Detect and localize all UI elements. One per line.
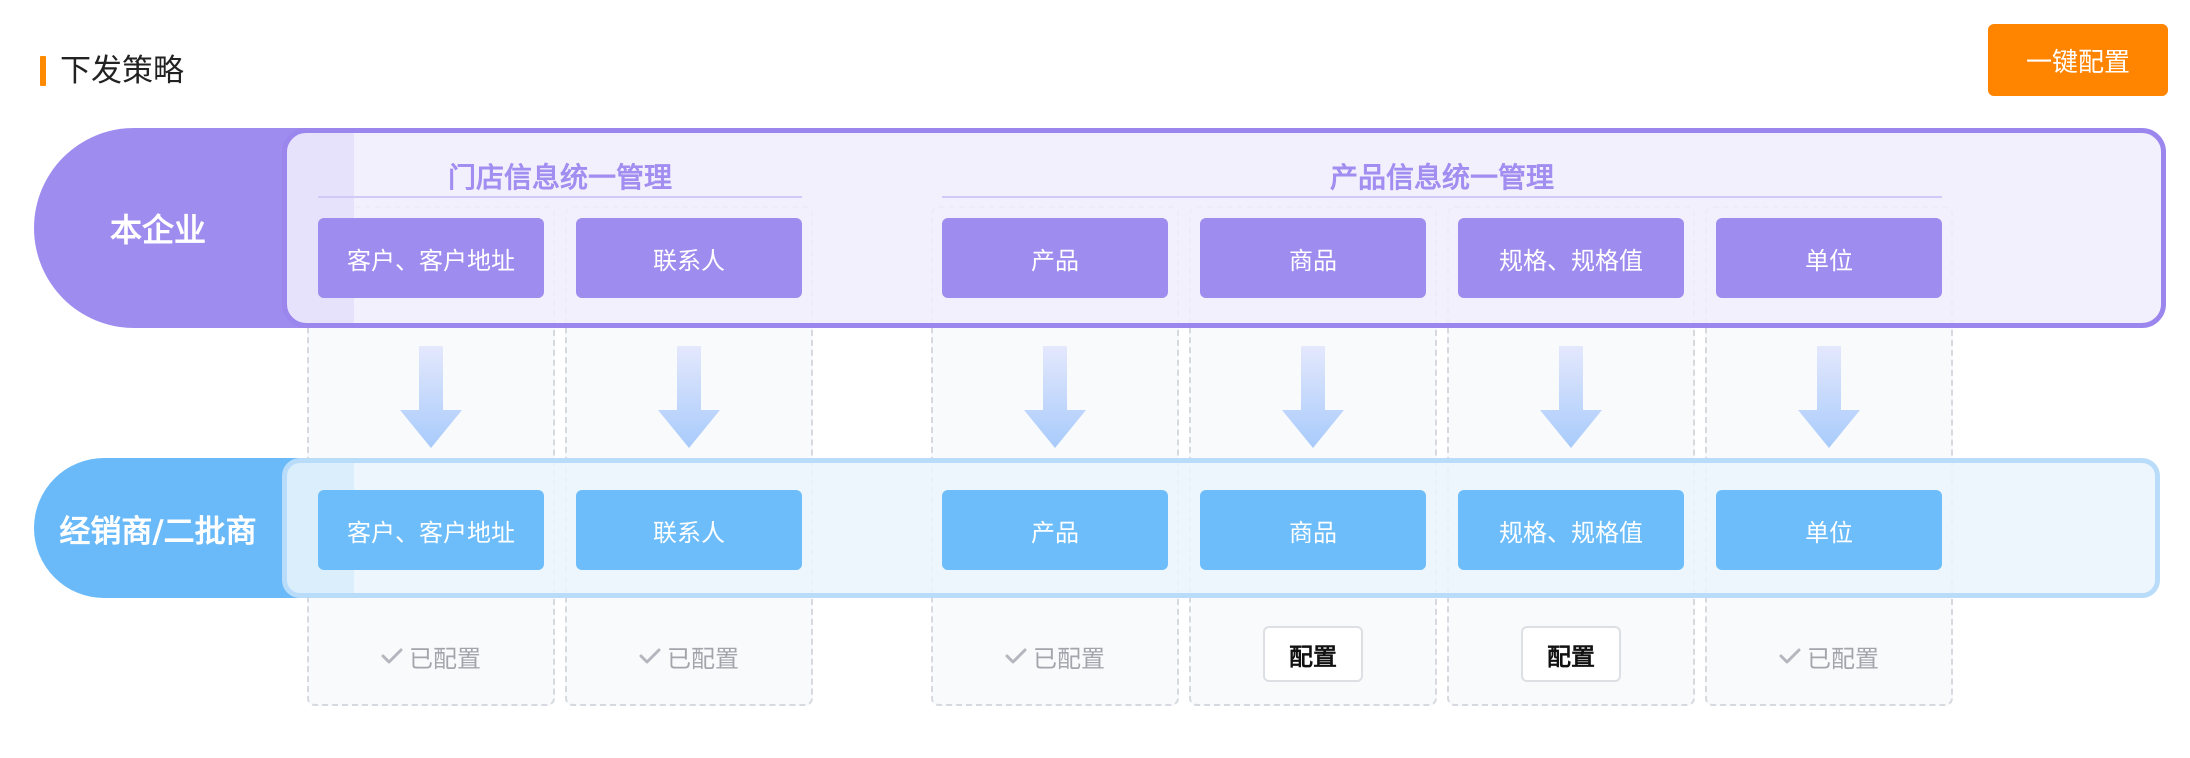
- check-icon: [1005, 648, 1027, 664]
- enterprise-item-customer[interactable]: 客户、客户地址: [318, 218, 544, 298]
- title-accent-bar: [40, 56, 46, 86]
- status-label: 已配置: [409, 644, 481, 673]
- group-title-product: 产品信息统一管理: [1329, 161, 1554, 194]
- arrow-down-icon: [1024, 346, 1086, 448]
- enterprise-item-product[interactable]: 产品: [942, 218, 1168, 298]
- status-label: 已配置: [1807, 644, 1879, 673]
- dealer-item-goods[interactable]: 商品: [1200, 490, 1426, 570]
- enterprise-item-contact[interactable]: 联系人: [576, 218, 802, 298]
- arrow-down-icon: [658, 346, 720, 448]
- dealer-item-spec[interactable]: 规格、规格值: [1458, 490, 1684, 570]
- page-title: 下发策略: [60, 53, 184, 89]
- arrow-down-icon: [1798, 346, 1860, 448]
- group-divider-store: [318, 196, 802, 198]
- configure-goods-button[interactable]: 配置: [1263, 626, 1363, 682]
- enterprise-label: 本企业: [109, 211, 206, 249]
- status-configured: 已配置: [931, 628, 1179, 684]
- enterprise-item-unit[interactable]: 单位: [1716, 218, 1942, 298]
- arrow-down-icon: [400, 346, 462, 448]
- status-configured: 已配置: [565, 628, 813, 684]
- enterprise-item-spec[interactable]: 规格、规格值: [1458, 218, 1684, 298]
- one-key-config-button[interactable]: 一键配置: [1988, 24, 2168, 96]
- check-icon: [1779, 648, 1801, 664]
- check-icon: [381, 648, 403, 664]
- group-title-store: 门店信息统一管理: [447, 161, 672, 194]
- enterprise-item-goods[interactable]: 商品: [1200, 218, 1426, 298]
- group-divider-product: [942, 196, 1942, 198]
- arrow-down-icon: [1282, 346, 1344, 448]
- dealer-item-contact[interactable]: 联系人: [576, 490, 802, 570]
- status-label: 已配置: [1033, 644, 1105, 673]
- status-configured: 已配置: [1705, 628, 1953, 684]
- configure-spec-button[interactable]: 配置: [1521, 626, 1621, 682]
- status-label: 已配置: [667, 644, 739, 673]
- dealer-item-unit[interactable]: 单位: [1716, 490, 1942, 570]
- dealer-label: 经销商/二批商: [59, 513, 257, 550]
- arrow-down-icon: [1540, 346, 1602, 448]
- dealer-item-customer[interactable]: 客户、客户地址: [318, 490, 544, 570]
- status-configured: 已配置: [307, 628, 555, 684]
- check-icon: [639, 648, 661, 664]
- dealer-item-product[interactable]: 产品: [942, 490, 1168, 570]
